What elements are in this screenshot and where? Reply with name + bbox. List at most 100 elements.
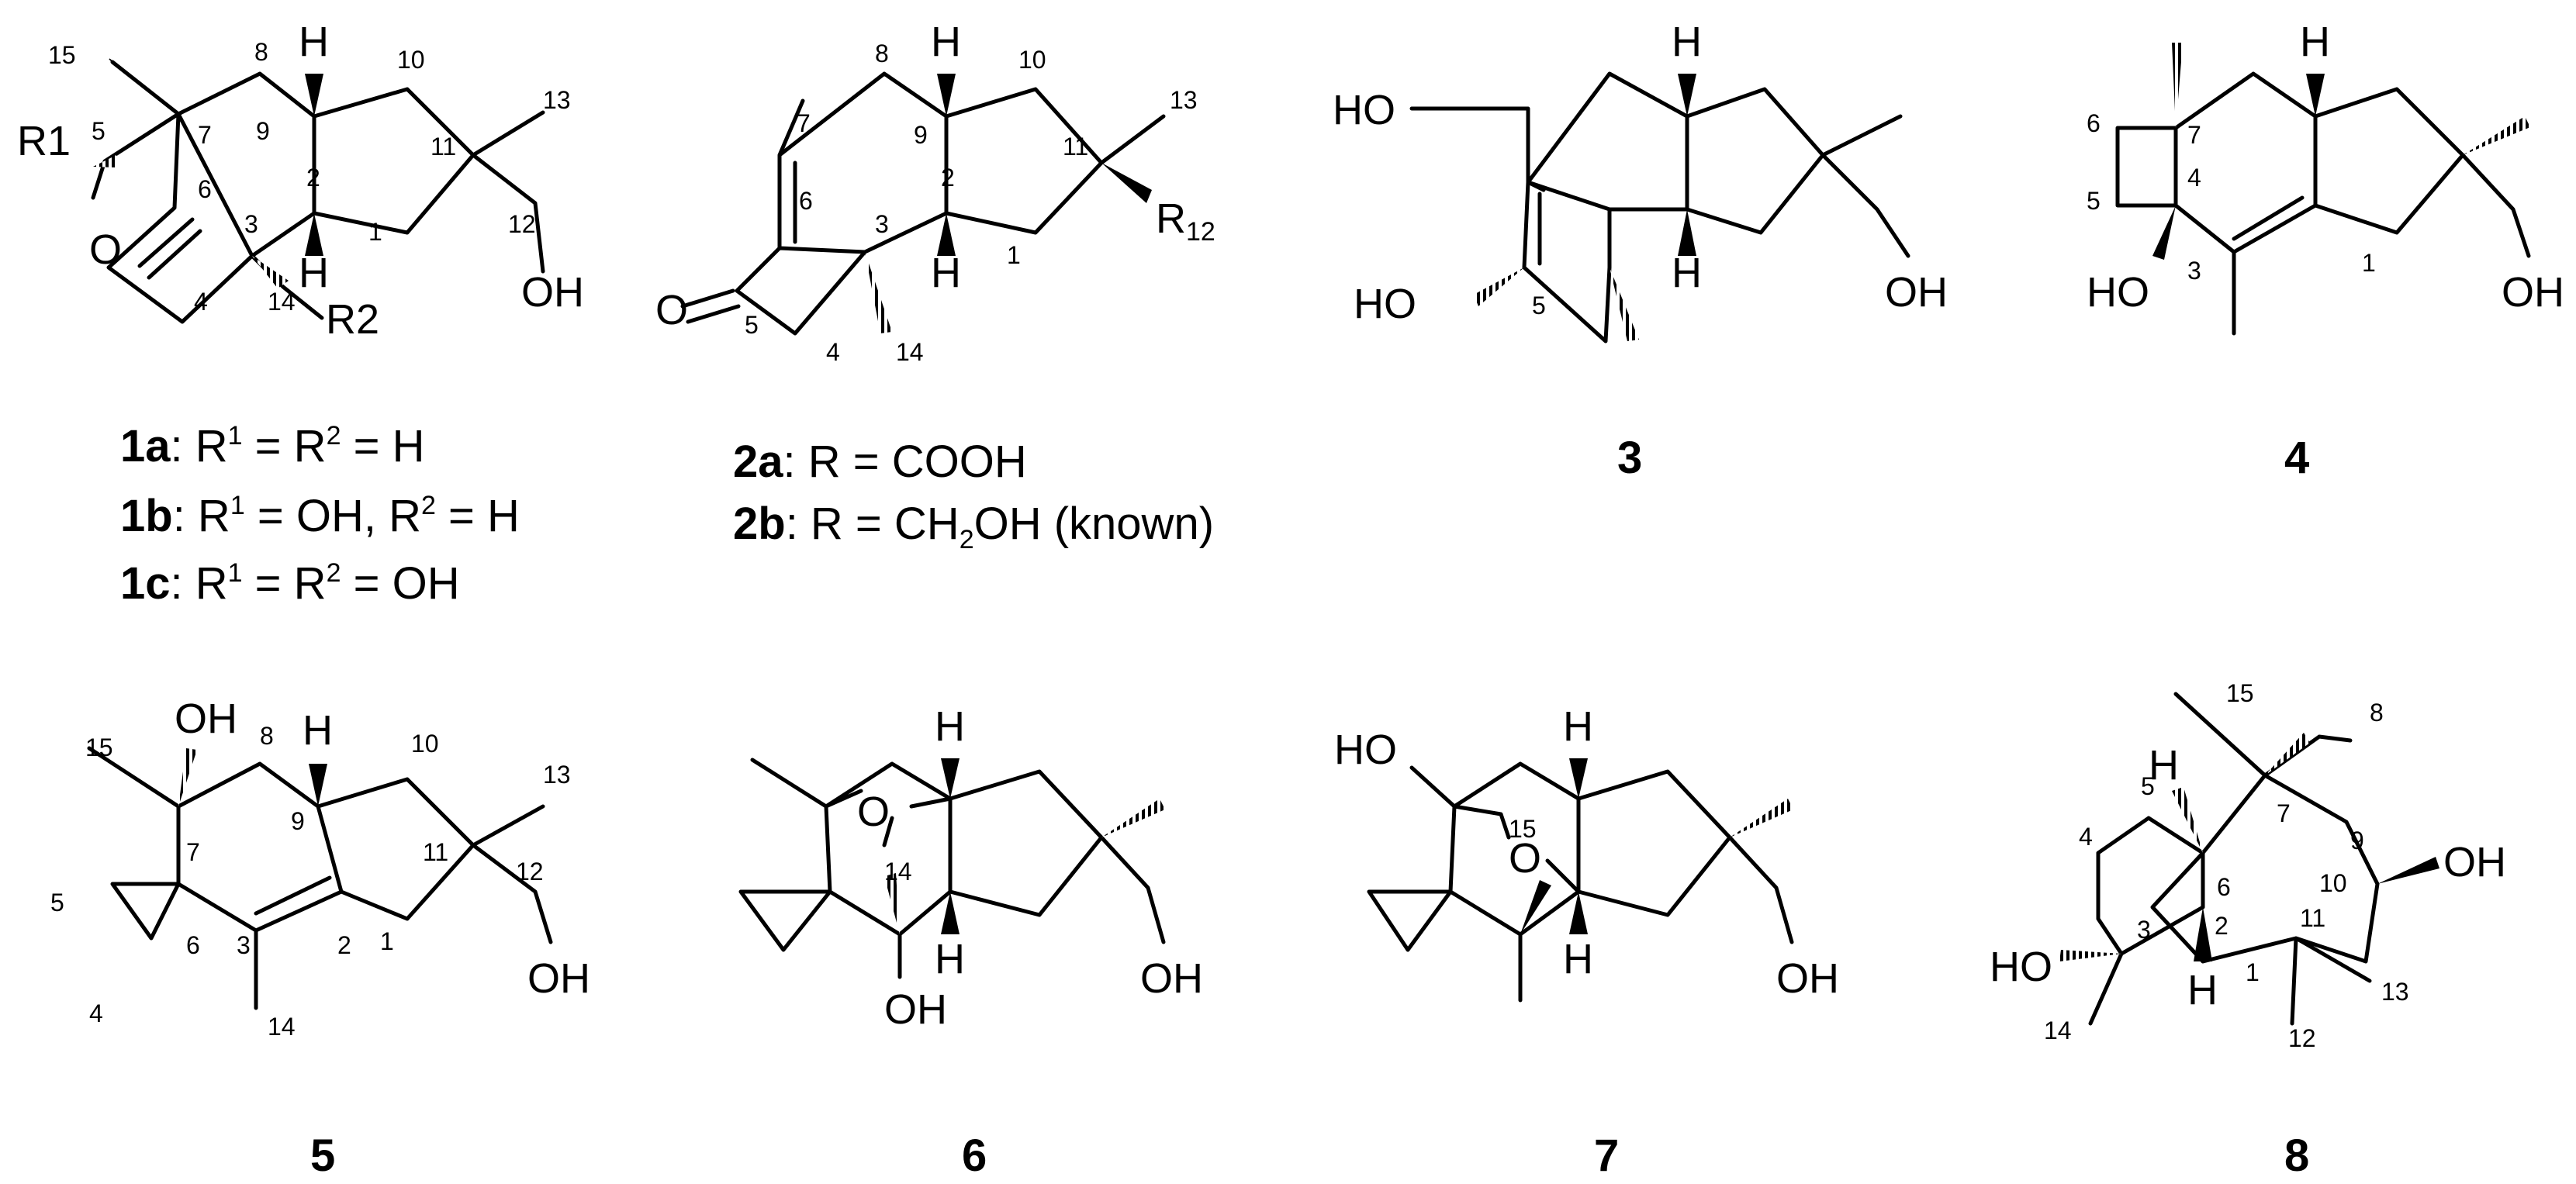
c5nums-label-10: 3 [237,931,251,959]
c8nums-label-14: 13 [2381,978,2409,1006]
c1nums-label-11: 12 [508,210,536,238]
c8nums-label-4: 9 [2350,827,2364,854]
h-bottom-c6: H [935,936,965,982]
hash-h-top-c8 [2172,787,2203,853]
c1nums-label-14: 14 [268,288,296,316]
caption-6: 6 [962,1130,987,1181]
c5nums-label-5: 9 [291,807,305,835]
oh-c4: OH [2502,269,2564,316]
caption-2a: 2a: R = COOH [733,437,1027,487]
c4nums-label-3: 4 [2187,164,2201,192]
wedge-r-c2 [1101,163,1152,203]
c5nums-label-4: 7 [186,838,200,866]
oh-c8: OH [2443,839,2506,885]
wedge-h-top-c3 [1678,74,1696,116]
hash-oh-c5 [178,748,197,806]
hash-ho-c8 [2059,950,2121,961]
structure-4-bonds [2115,71,2531,336]
c2nums-label-5: 11 [1063,133,1088,161]
wedge-h-c4 [2306,74,2325,116]
c2nums-label-6: 6 [799,187,813,215]
h-top-c2: H [931,19,961,65]
oxygen-c7: O [1509,835,1541,882]
c1nums-label-8: 6 [198,175,212,203]
hash-c5 [93,155,116,167]
h-bottom-c8: H [2187,967,2218,1013]
wedge-h-2 [305,213,323,256]
caption-3: 3 [1617,433,1642,483]
hash-c14 [252,256,289,288]
c8nums-label-0: 15 [2226,679,2254,707]
oxygen-c2: O [655,287,688,333]
oxygen-c1: O [89,226,122,273]
c2nums-label-0: 8 [875,40,889,67]
c8nums-label-9: 2 [2215,912,2228,940]
caption-1a: 1a: R1 = R2 = H [120,421,424,471]
c5nums-label-12: 1 [380,927,394,955]
h-top-c3: H [1672,19,1702,65]
structure-3: HO HO OH H H 5 [1333,19,1948,343]
oh-c5: OH [527,955,590,1002]
caption-7: 7 [1594,1130,1619,1181]
oh-c1: OH [521,269,584,316]
wedge-h-9 [305,74,323,116]
wedge-oh-c8 [2377,857,2439,884]
c5nums-label-6: 11 [423,838,448,866]
c2nums-label-7: 3 [875,210,889,238]
h-bottom-c7: H [1563,936,1593,982]
c4nums-label-1: 7 [2187,121,2201,149]
ho-c4: HO [2087,269,2149,316]
hash-me2-c4 [2463,116,2530,155]
caption-4: 4 [2284,433,2309,483]
c1nums-label-3: 13 [543,86,571,114]
oh-bottom-c6: OH [884,986,947,1033]
c8nums-label-1: 8 [2370,699,2384,727]
oh-top-c5: OH [175,696,237,742]
c4nums-label-2: 5 [2087,187,2101,215]
c8nums-label-10: 11 [2300,904,2325,932]
hash-me-c7 [1730,799,1793,837]
c4nums-label-5: 1 [2362,249,2376,277]
c5nums-label-2: 10 [411,730,439,758]
wedge-h-bot-c7 [1569,892,1588,934]
c1nums-label-6: 9 [256,117,270,145]
c8nums-label-5: 6 [2217,873,2231,901]
atom-number-7-15: 15 [1509,815,1537,843]
c2nums-label-9: 1 [1007,241,1021,269]
c2nums-label-11: 4 [826,338,840,366]
c4nums-label-0: 6 [2087,109,2101,137]
hash-me-15-c8 [2265,733,2310,775]
h-c4: H [2300,19,2330,65]
caption-8: 8 [2284,1130,2309,1181]
structure-7: HO O OH H H 15 [1334,703,1839,1003]
c5nums-label-9: 12 [516,858,544,885]
c5nums-label-8: 6 [186,931,200,959]
c5nums-label-3: 13 [543,761,571,789]
c1nums-label-7: 11 [430,133,456,161]
c8nums-label-7: 4 [2079,823,2093,851]
wedge-h-2-c2 [937,213,956,256]
hash-me-c4 [2172,43,2183,128]
wedge-h-bot-c6 [941,892,960,934]
c1nums-label-2: 10 [397,46,425,74]
c8nums-label-6: 10 [2319,869,2347,897]
c1nums-label-9: 3 [244,210,258,238]
h-bottom-c1: H [299,250,329,296]
ho-c8: HO [1990,944,2052,990]
c1nums-label-13: 4 [194,288,208,316]
c8nums-label-3: 7 [2277,799,2291,827]
hash-me-c3 [1610,268,1639,341]
oh-c6: OH [1140,955,1203,1002]
c2nums-label-2: 13 [1170,86,1198,114]
wedge-h-bot-c3 [1678,209,1696,256]
c2nums-label-4: 9 [914,121,928,149]
structure-6: O OH OH H H 14 [738,703,1203,1033]
c2nums-label-1: 10 [1018,46,1046,74]
h-bottom-c3: H [1672,250,1702,296]
ho-c7: HO [1334,727,1397,773]
c1nums-label-5: 7 [198,121,212,149]
